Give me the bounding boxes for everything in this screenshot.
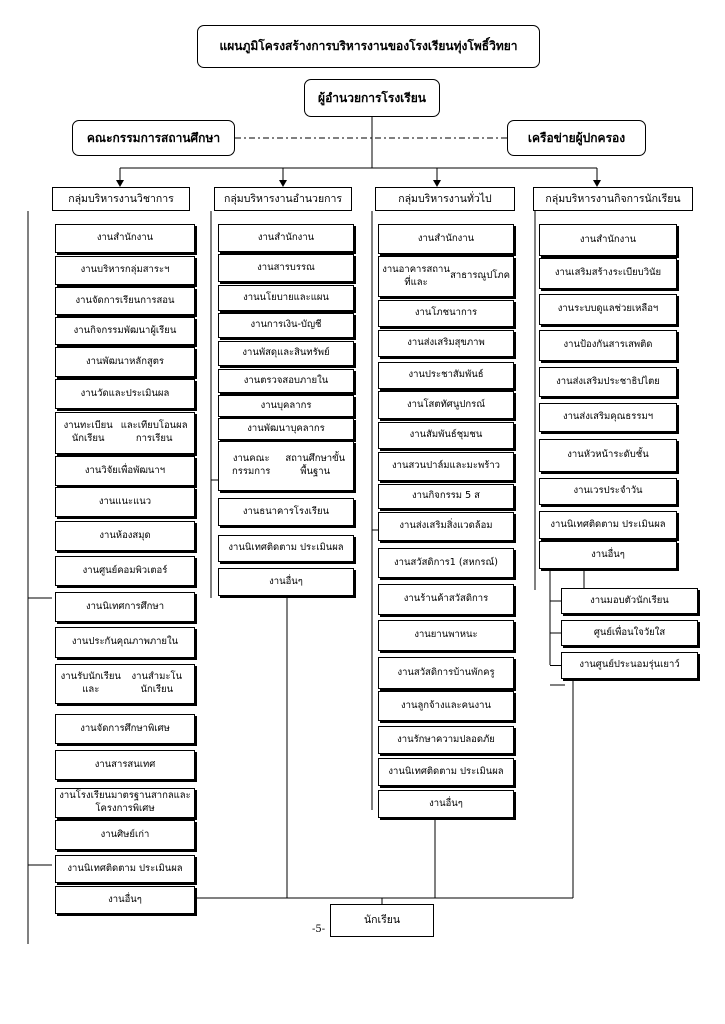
group-4-item: งานอื่นๆ (539, 541, 677, 569)
group-4-item: งานเวรประจำวัน (539, 478, 677, 505)
group-1-item: งานพัฒนาหลักสูตร (55, 347, 195, 377)
group-2-item: งานพัสดุและสินทรัพย์ (218, 341, 354, 366)
group-header-1: กลุ่มบริหารงานวิชาการ (52, 187, 190, 211)
group-1-item: งานทะเบียนนักเรียนและเทียบโอนผลการเรียน (55, 412, 195, 454)
group-3-item: งานอื่นๆ (378, 790, 514, 818)
student-affairs-subitem: ศูนย์เพื่อนใจวัยใส (561, 620, 698, 646)
group-3-item: งานส่งเสริมสิ่งแวดล้อม (378, 512, 514, 541)
group-1-item: งานวิจัยเพื่อพัฒนาฯ (55, 456, 195, 486)
arrow-head (279, 180, 287, 187)
group-2-item: งานตรวจสอบภายใน (218, 369, 354, 393)
group-3-item: งานสวนปาล์มและมะพร้าว (378, 452, 514, 481)
page-number: -5- (312, 924, 326, 935)
student-affairs-subitem: งานมอบตัวนักเรียน (561, 588, 698, 614)
group-1-item: งานนิเทศติดตาม ประเมินผล (55, 855, 195, 883)
group-3-item: งานส่งเสริมสุขภาพ (378, 330, 514, 357)
group-header-4: กลุ่มบริหารงานกิจการนักเรียน (533, 187, 693, 211)
group-2-item: งานสำนักงาน (218, 224, 354, 252)
group-3-item: งานสวัสดิการบ้านพักครู (378, 657, 514, 689)
group-1-item: งานบริหารกลุ่มสาระฯ (55, 256, 195, 285)
arrow-head (116, 180, 124, 187)
group-1-item: งานศูนย์คอมพิวเตอร์ (55, 556, 195, 586)
chart-title: แผนภูมิโครงสร้างการบริหารงานของโรงเรียนท… (197, 25, 540, 68)
group-1-item: งานประกันคุณภาพภายใน (55, 627, 195, 658)
group-4-item: งานสำนักงาน (539, 224, 677, 256)
group-header-2: กลุ่มบริหารงานอำนวยการ (214, 187, 352, 211)
group-3-item: งานประชาสัมพันธ์ (378, 362, 514, 389)
group-4-item: งานส่งเสริมคุณธรรมฯ (539, 403, 677, 432)
group-1-item: งานนิเทศการศึกษา (55, 592, 195, 622)
group-1-item: งานแนะแนว (55, 487, 195, 517)
group-4-item: งานป้องกันสารเสพติด (539, 330, 677, 361)
group-4-item: งานหัวหน้าระดับชั้น (539, 439, 677, 472)
group-3-item: งานรักษาความปลอดภัย (378, 726, 514, 754)
group-1-item: งานกิจกรรมพัฒนาผู้เรียน (55, 317, 195, 345)
group-2-item: งานบุคลากร (218, 395, 354, 417)
group-1-item: งานห้องสมุด (55, 521, 195, 551)
group-1-item: งานอื่นๆ (55, 886, 195, 914)
arrow-head (433, 180, 441, 187)
group-4-item: งานนิเทศติดตาม ประเมินผล (539, 511, 677, 539)
group-3-item: งานโสตทัศนูปกรณ์ (378, 391, 514, 419)
group-1-item: งานสารสนเทศ (55, 750, 195, 780)
group-3-item: งานอาคารสถานที่และสาธารณูปโภค (378, 256, 514, 297)
students-box: นักเรียน (330, 904, 434, 937)
director-box: ผู้อำนวยการโรงเรียน (304, 79, 440, 117)
group-4-item: งานระบบดูแลช่วยเหลือฯ (539, 294, 677, 325)
group-2-item: งานสารบรรณ (218, 254, 354, 282)
group-3-item: งานสัมพันธ์ชุมชน (378, 422, 514, 449)
group-1-item: งานจัดการศึกษาพิเศษ (55, 714, 195, 744)
group-1-item: งานสำนักงาน (55, 224, 195, 253)
group-2-item: งานคณะกรรมการสถานศึกษาขั้นพื้นฐาน (218, 441, 354, 491)
committee-box: คณะกรรมการสถานศึกษา (72, 120, 235, 156)
group-3-item: งานสำนักงาน (378, 224, 514, 254)
group-2-item: งานพัฒนาบุคลากร (218, 418, 354, 440)
parent-network-box: เครือข่ายผู้ปกครอง (507, 120, 646, 156)
group-3-item: งานกิจกรรม 5 ส (378, 484, 514, 509)
group-3-item: งานยานพาหนะ (378, 620, 514, 651)
group-2-item: งานธนาคารโรงเรียน (218, 498, 354, 526)
group-2-item: งานอื่นๆ (218, 568, 354, 596)
group-1-item: งานรับนักเรียนและงานสำมะโนนักเรียน (55, 664, 195, 704)
group-3-item: งานสวัสดิการ1 (สหกรณ์) (378, 548, 514, 578)
group-1-item: งานวัดและประเมินผล (55, 379, 195, 409)
group-1-item: งานศิษย์เก่า (55, 820, 195, 850)
group-2-item: งานการเงิน-บัญชี (218, 313, 354, 338)
group-1-item: งานโรงเรียนมาตรฐานสากลและโครงการพิเศษ (55, 788, 195, 818)
student-affairs-subitem: งานศูนย์ประนอมรุ่นเยาว์ (561, 652, 698, 679)
group-header-3: กลุ่มบริหารงานทั่วไป (375, 187, 515, 211)
group-2-item: งานนโยบายและแผน (218, 285, 354, 311)
group-1-item: งานจัดการเรียนการสอน (55, 287, 195, 315)
group-3-item: งานโภชนาการ (378, 300, 514, 327)
group-4-item: งานส่งเสริมประชาธิปไตย (539, 367, 677, 397)
group-3-item: งานร้านค้าสวัสดิการ (378, 584, 514, 615)
group-3-item: งานนิเทศติดตาม ประเมินผล (378, 758, 514, 786)
group-4-item: งานเสริมสร้างระเบียบวินัย (539, 258, 677, 289)
group-2-item: งานนิเทศติดตาม ประเมินผล (218, 535, 354, 562)
arrow-head (593, 180, 601, 187)
group-3-item: งานลูกจ้างและคนงาน (378, 691, 514, 721)
